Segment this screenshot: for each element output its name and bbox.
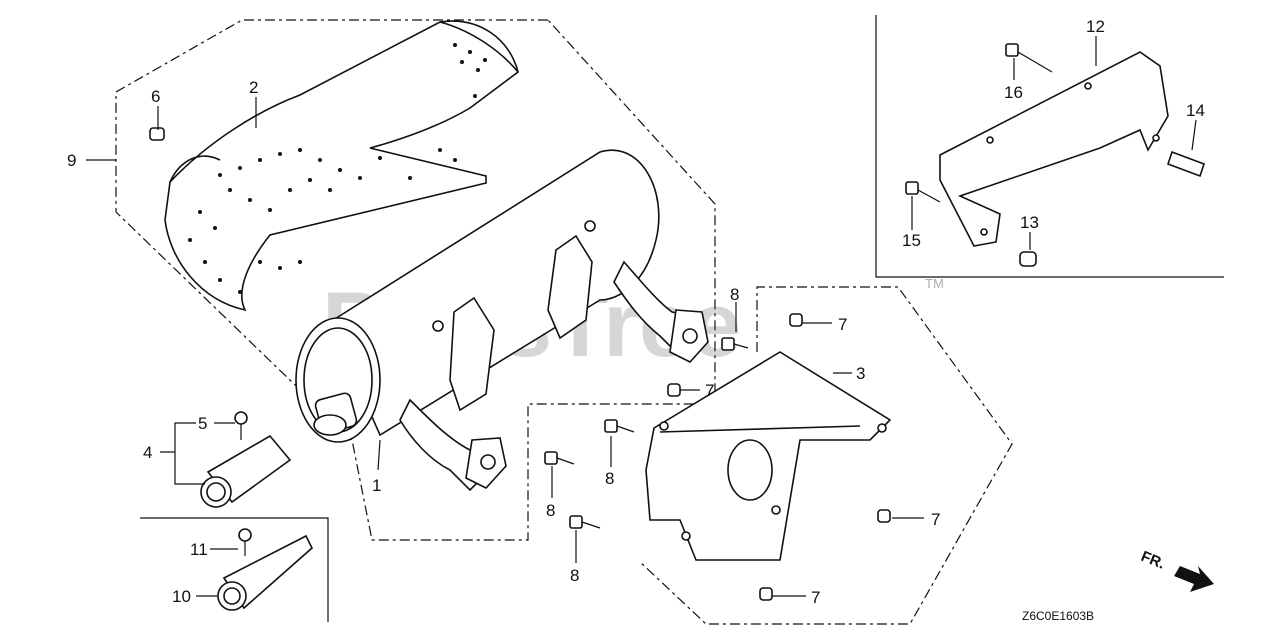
callout-8-c: 8 (546, 501, 555, 520)
group-outline-3 (639, 286, 1013, 625)
callout-12: 12 (1086, 17, 1105, 36)
callout-10: 10 (172, 587, 191, 606)
spark-arrester-part[interactable] (217, 534, 313, 611)
callout-11: 11 (190, 540, 208, 559)
guard-kit-box (875, 15, 1224, 278)
trademark-mark: TM (925, 276, 944, 291)
callout-7-d: 7 (811, 588, 820, 607)
callout-3: 3 (856, 364, 865, 383)
shield-perforations (188, 43, 487, 294)
muffler-protector-part[interactable] (645, 351, 892, 561)
callout-2: 2 (249, 78, 258, 97)
spark-arrester-box (140, 517, 329, 622)
front-arrow-icon (1174, 566, 1214, 592)
leader-lines (86, 36, 1197, 597)
callout-8-d: 8 (570, 566, 579, 585)
callout-15: 15 (902, 231, 921, 250)
callout-7-b: 7 (705, 381, 714, 400)
callout-8-a: 8 (730, 285, 739, 304)
spark-arrester-assy-part[interactable] (200, 434, 292, 508)
callout-5: 5 (198, 414, 207, 433)
callout-6: 6 (151, 87, 160, 106)
front-direction-label: FR. (1139, 548, 1168, 573)
callout-16: 16 (1004, 83, 1023, 102)
callout-4: 4 (143, 443, 152, 462)
front-direction-indicator: FR. (1139, 548, 1214, 592)
callout-13: 13 (1020, 213, 1039, 232)
heat-shield-part[interactable] (164, 20, 519, 312)
callout-7-a: 7 (838, 315, 847, 334)
callout-labels: 1 2 3 4 5 6 7 7 7 7 8 8 8 8 9 10 11 12 1… (67, 17, 1205, 607)
callout-9: 9 (67, 151, 76, 170)
callout-8-b: 8 (605, 469, 614, 488)
group-outline-9 (115, 19, 716, 541)
callout-1: 1 (372, 476, 381, 495)
muffler-part[interactable] (295, 149, 709, 492)
callout-14: 14 (1186, 101, 1205, 120)
callout-7-c: 7 (931, 510, 940, 529)
diagram-code: Z6C0E1603B (1022, 609, 1094, 623)
muffler-guard-part[interactable] (939, 51, 1169, 247)
fastener-hardware (149, 43, 1206, 601)
